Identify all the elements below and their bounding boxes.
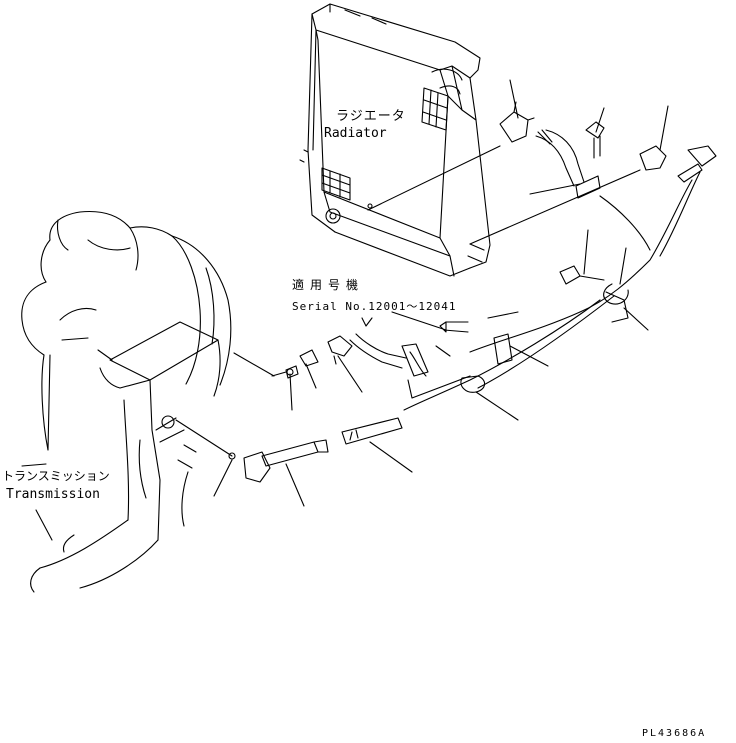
transmission-label-en: Transmission — [6, 487, 100, 502]
serial-label-en: Serial No.12001〜12041 — [292, 300, 457, 313]
radiator-label-en: Radiator — [324, 126, 387, 141]
radiator — [299, 3, 491, 277]
radiator-label-jp: ラジエータ — [336, 109, 406, 124]
serial-label-jp: 適用号機 — [292, 278, 365, 292]
hose-assembly — [228, 101, 717, 483]
drawing-code: PL43686A — [642, 728, 707, 739]
leader-lines — [21, 79, 669, 541]
transmission-label-jp: トランスミッション — [2, 469, 110, 483]
transmission — [21, 210, 232, 593]
